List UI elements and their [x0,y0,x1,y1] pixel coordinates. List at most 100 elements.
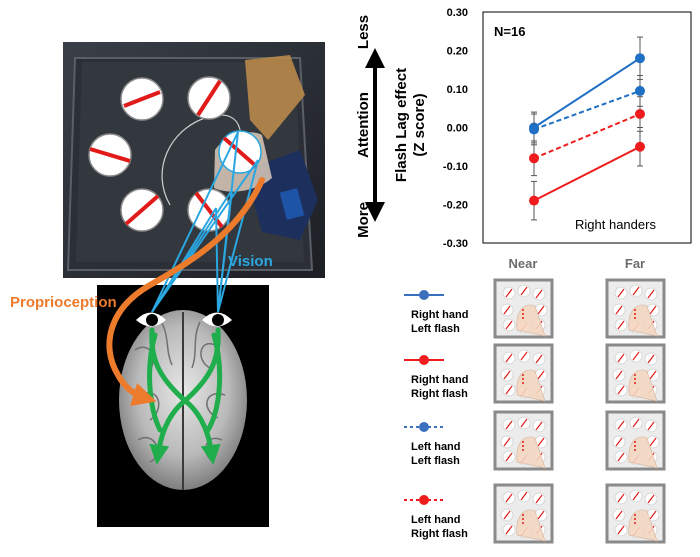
data-point [529,124,539,135]
series-rh_rf [529,127,645,221]
thumbnail-near [493,343,554,404]
thumbnail-bar [535,354,543,364]
legend-label-hand: Left hand [411,514,461,526]
thumbnail-near [493,410,554,471]
group-label: Right handers [575,217,656,232]
hand-icon [628,509,658,542]
data-point [635,109,645,120]
thumbnail-bar [505,452,513,462]
thumbnail-bar [615,510,623,520]
series-lh_lf [529,75,645,146]
thumbnail-bar [505,493,513,503]
hand-icon [516,304,546,337]
thumbnail-bar [537,437,545,447]
plot-area [529,36,645,221]
y-tick-label: -0.30 [443,238,468,250]
legend-marker [419,422,429,432]
thumbnail-bar [617,493,625,503]
legend-label-hand: Left hand [411,441,461,453]
attention-more-label: More [355,202,372,238]
column-near-label: Near [509,256,538,271]
thumbnail-bar [505,353,513,363]
legend-label-flash: Right flash [411,528,468,540]
data-point [529,153,539,164]
y-tick-label: -0.20 [443,200,468,212]
data-point [529,195,539,206]
legend-marker [419,495,429,505]
thumbnail-near [493,278,554,339]
legend-label-flash: Right flash [411,388,468,400]
thumbnail-bar [649,437,657,447]
attention-label: Attention [355,92,372,158]
thumbnail-bar [649,370,657,380]
legend-marker [419,290,429,300]
y-axis-unit: (Z score) [411,93,428,156]
thumbnail-bar [505,525,513,535]
thumbnail-bar [535,494,543,504]
thumbnail-bar [535,421,543,431]
thumbnail-near [493,483,554,544]
series-line [533,57,641,129]
plot-frame [482,11,692,244]
proprioception-label: Proprioception [10,294,117,311]
thumbnail-bar [520,351,528,361]
stimulus-disk-5 [120,188,164,232]
y-tick-label: 0.00 [447,123,468,135]
brain-panel [97,285,269,527]
legend-label-flash: Left flash [411,323,460,335]
hand-icon [628,436,658,469]
thumbnail-bar [520,418,528,428]
legend-label-hand: Right hand [411,374,468,386]
thumbnail-bar [617,452,625,462]
thumbnail-bar [647,289,655,299]
thumbnail-far [605,343,666,404]
thumbnail-bar [647,494,655,504]
stimulus-disk-4 [218,130,262,174]
thumbnail-bar [647,421,655,431]
thumbnail-far [605,483,666,544]
thumbnail-bar [503,305,511,315]
stimulus-disk-6 [187,188,231,232]
thumbnail-bar [537,305,545,315]
right-eye-icon [202,312,232,327]
hand-icon [628,304,658,337]
vision-label: Vision [228,253,273,270]
thumbnail-bar [649,305,657,315]
stimulus-disk-3 [88,133,132,177]
data-point [635,85,645,96]
hand-icon [516,369,546,402]
y-axis-title: Flash Lag effect [393,68,410,182]
series-line [533,89,641,131]
data-point [635,141,645,152]
hand-icon [628,369,658,402]
legend-marker [419,355,429,365]
thumbnail-bar [617,525,625,535]
thumbnail-bar [617,353,625,363]
attention-less-label: Less [355,15,372,49]
hand-icon [516,509,546,542]
thumbnail-far [605,410,666,471]
thumbnail-bar [505,385,513,395]
thumbnail-bar [615,437,623,447]
thumbnail-bar [535,289,543,299]
thumbnail-bar [503,437,511,447]
thumbnail-bar [503,370,511,380]
thumbnail-bar [647,354,655,364]
thumbnail-bar [505,320,513,330]
proprioception-arrow [106,177,265,407]
thumbnail-bar [503,510,511,520]
thumbnail-bar [537,510,545,520]
y-tick-label: -0.10 [443,161,468,173]
legend-label-hand: Right hand [411,309,468,321]
thumbnail-bar [505,420,513,430]
thumbnail-bar [505,288,513,298]
left-eye-icon [136,312,166,327]
thumbnail-bar [520,286,528,296]
thumbnail-bar [632,351,640,361]
thumbnail-bar [632,286,640,296]
y-tick-label: 0.10 [447,84,468,96]
